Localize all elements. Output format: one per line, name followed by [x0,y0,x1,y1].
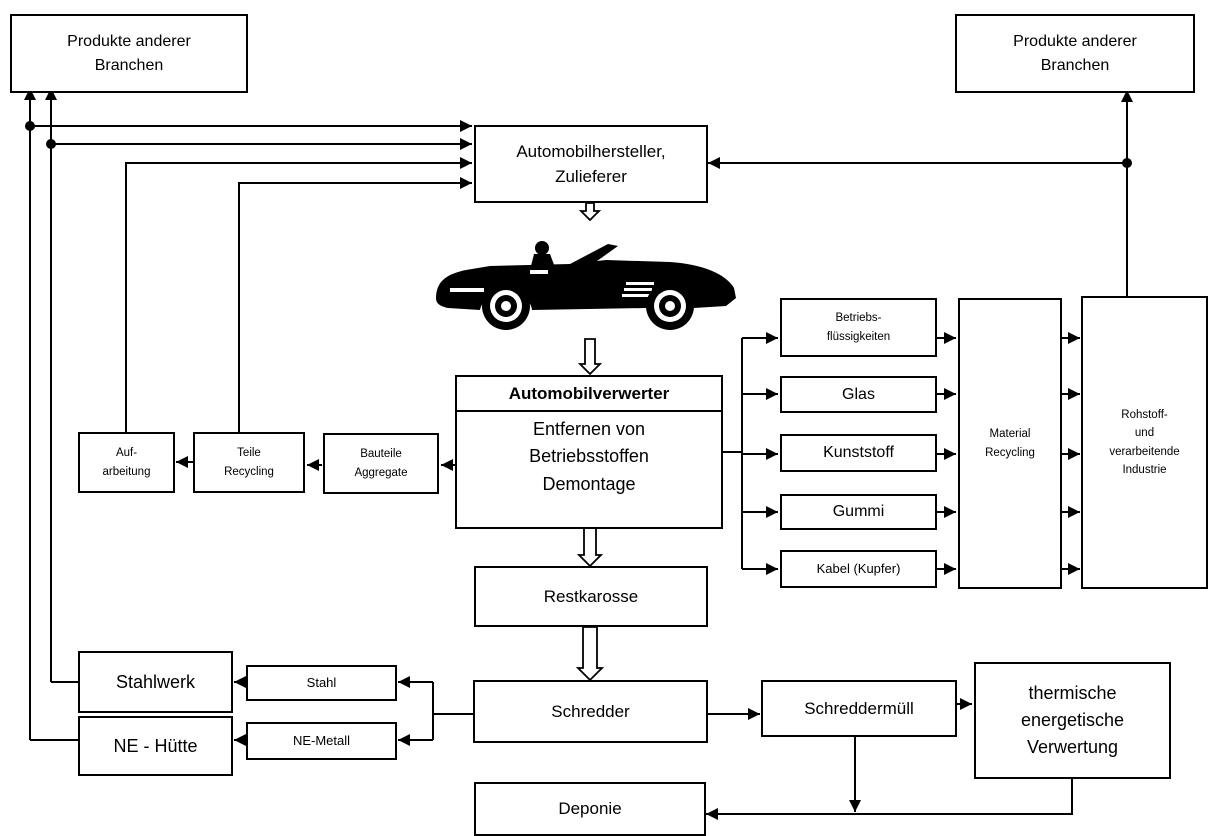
automobilhersteller-box: Automobilhersteller,Zulieferer [474,125,708,203]
stahlwerk-box: Stahlwerk [78,651,233,713]
automobilverwerter-title: Automobilverwerter [457,377,721,412]
schreddermuell-box: Schreddermüll [761,680,957,737]
schredder-box: Schredder [473,680,708,743]
aufarbeitung-box: Auf-arbeitung [78,432,175,493]
glas-box: Glas [780,376,937,413]
stahl-box: Stahl [246,665,397,701]
restkarosse-box: Restkarosse [474,566,708,627]
gummi-box: Gummi [780,494,937,530]
betriebsfluessigkeiten-box: Betriebs-flüssigkeiten [780,298,937,357]
deponie-box: Deponie [474,782,706,836]
kunststoff-box: Kunststoff [780,434,937,472]
kabel-kupfer-box: Kabel (Kupfer) [780,550,937,588]
convertible-car-icon [436,241,736,330]
ne-metall-box: NE-Metall [246,722,397,760]
ne-huette-box: NE - Hütte [78,716,233,776]
